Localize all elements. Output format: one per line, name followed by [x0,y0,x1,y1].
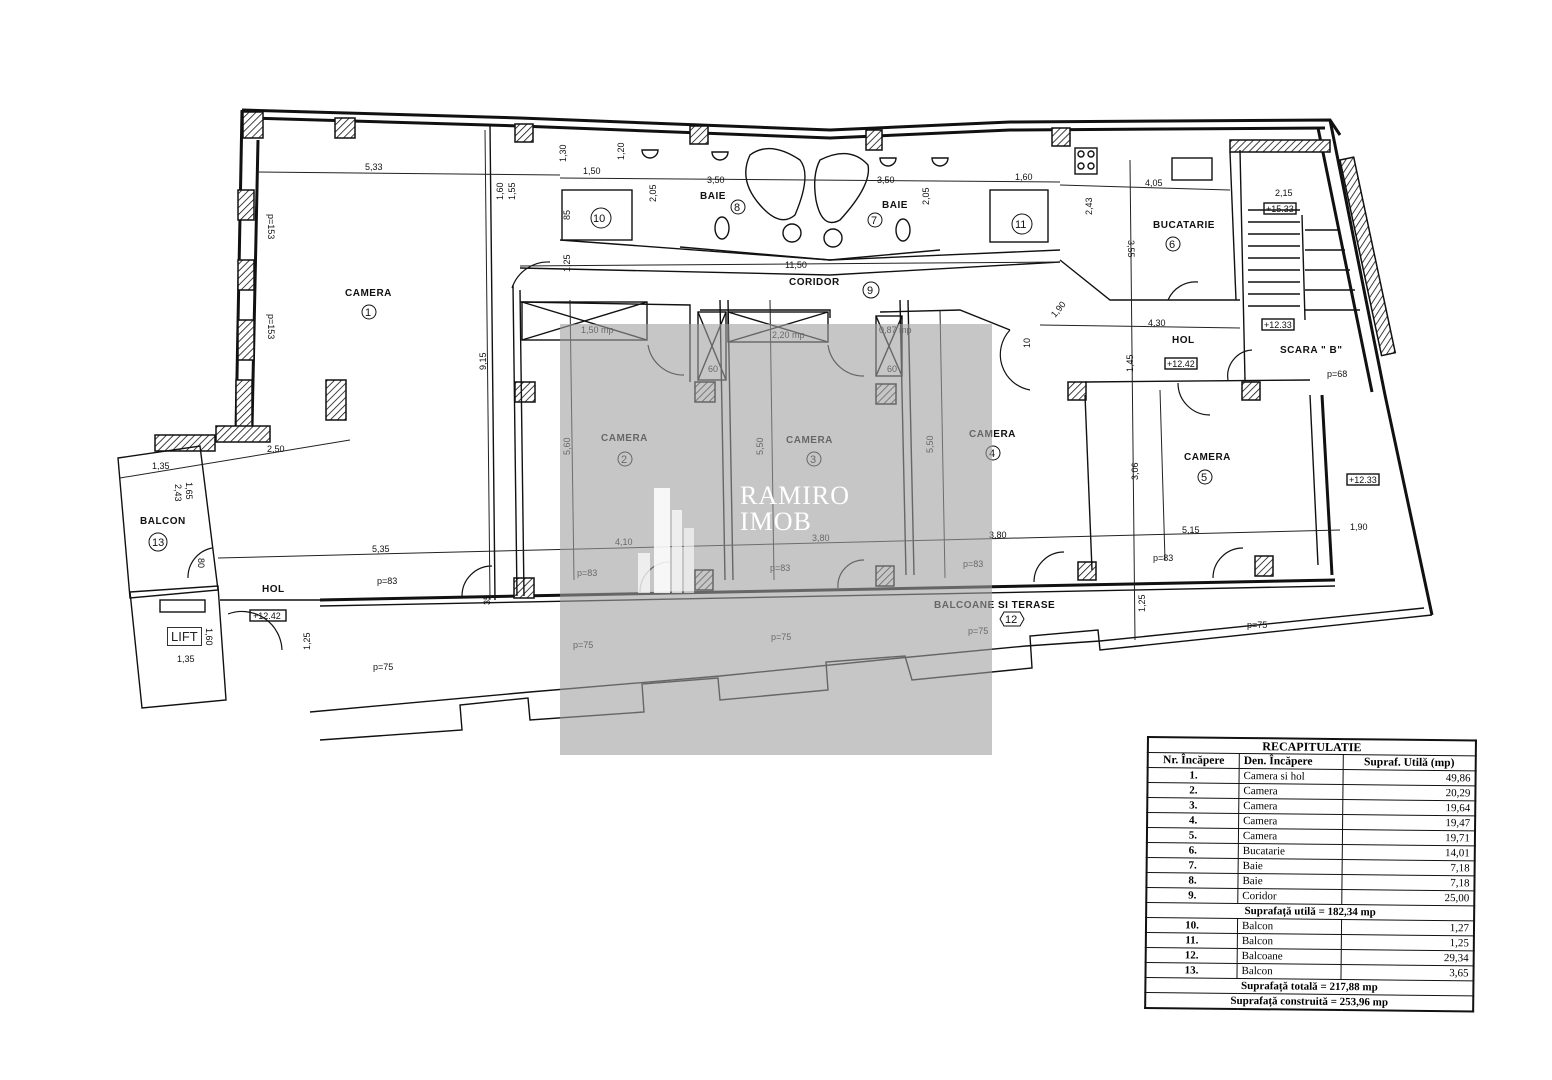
svg-text:80: 80 [196,558,206,568]
room-13-label: BALCON [140,516,186,527]
room-4-label: CAMERA [969,429,1016,440]
svg-text:2,43: 2,43 [1084,197,1094,215]
room-9-label: CORIDOR [789,277,840,288]
room-10-number: 10 [593,213,605,225]
svg-text:1,35: 1,35 [177,654,195,664]
svg-text:+12.33: +12.33 [1349,475,1377,485]
header-name: Den. Încăpere [1239,753,1344,770]
svg-text:2,15: 2,15 [1275,188,1293,198]
built-row: Suprafață construită = 253,96 mp [1145,992,1474,1012]
svg-text:+12.42: +12.42 [253,611,281,621]
svg-text:2,50: 2,50 [267,444,285,454]
svg-text:+15.33: +15.33 [1266,204,1294,214]
svg-text:p=83: p=83 [1153,553,1173,563]
svg-text:1,60: 1,60 [495,182,505,200]
svg-text:1,60: 1,60 [1015,172,1033,182]
svg-text:1,55: 1,55 [507,182,517,200]
svg-text:1,45: 1,45 [1125,354,1135,372]
svg-text:13: 13 [152,537,164,549]
svg-text:9: 9 [867,285,873,297]
svg-text:p=153: p=153 [266,214,276,239]
svg-text:1,30: 1,30 [558,144,568,162]
svg-text:2,43: 2,43 [173,484,183,502]
level-markers: +12.42 +12.42 +15.33 +12.33 +12.33 [249,202,1380,622]
svg-text:12: 12 [1005,614,1017,626]
svg-text:p=153: p=153 [266,314,276,339]
room-6-label: BUCATARIE [1153,220,1215,231]
svg-text:5,15: 5,15 [1182,525,1200,535]
svg-text:5: 5 [1201,472,1207,484]
watermark-overlay [560,324,992,755]
svg-text:3,50: 3,50 [877,175,895,185]
svg-text:10: 10 [1022,338,1032,348]
scara-label: SCARA " B" [1280,345,1342,356]
svg-text:+12.42: +12.42 [1167,359,1195,369]
svg-text:9,15: 9,15 [478,352,488,370]
svg-text:p=83: p=83 [377,576,397,586]
svg-text:p=68: p=68 [1327,369,1347,379]
svg-text:1,60: 1,60 [204,628,214,646]
header-nr: Nr. Încăpere [1147,752,1240,769]
svg-text:1,25: 1,25 [302,632,312,650]
bathtubs [641,147,949,248]
svg-text:1: 1 [365,307,371,319]
built-area: Suprafață construită = 253,96 mp [1145,992,1474,1012]
summary-table: RECAPITULATIE Nr. Încăpere Den. Încăpere… [1144,736,1477,1013]
svg-text:35: 35 [482,595,492,605]
room-7-label: BAIE [882,200,908,211]
svg-text:4: 4 [989,448,995,460]
svg-text:11,50: 11,50 [785,260,807,270]
watermark-line2: IMOB [740,507,812,536]
svg-text:1,50: 1,50 [583,166,601,176]
svg-text:p=75: p=75 [373,662,393,672]
svg-text:p=75: p=75 [1247,620,1267,630]
svg-text:5,33: 5,33 [365,162,383,172]
svg-text:3,55: 3,55 [1126,240,1136,258]
hol-label: HOL [1172,335,1195,346]
svg-text:2,05: 2,05 [648,184,658,202]
svg-text:85: 85 [562,210,572,220]
svg-text:8: 8 [734,202,740,214]
room-1-label: CAMERA [345,288,392,299]
svg-text:1,20: 1,20 [616,142,626,160]
svg-text:2,05: 2,05 [921,187,931,205]
room-12-label: BALCOANE SI TERASE [934,600,1055,611]
room-8-label: BAIE [700,191,726,202]
staircase [1248,209,1360,321]
svg-text:1,25: 1,25 [562,254,572,272]
svg-text:1,90: 1,90 [1049,299,1068,319]
lift-label: LIFT [167,627,202,646]
svg-text:1,65: 1,65 [184,482,194,500]
svg-text:1,35: 1,35 [152,461,170,471]
svg-text:3,06: 3,06 [1130,462,1140,480]
room-11-number: 11 [1015,219,1026,231]
header-area: Supraf. Utilă (mp) [1343,754,1476,771]
svg-text:3,80: 3,80 [989,530,1007,540]
svg-text:6: 6 [1169,239,1175,251]
watermark-text: RAMIRO IMOB [740,483,850,535]
kitchen-fixtures [1074,147,1213,181]
hol-left-label: HOL [262,584,285,595]
watermark-logo-icon [638,488,694,593]
watermark-line1: RAMIRO [740,481,851,510]
svg-text:1,90: 1,90 [1350,522,1368,532]
svg-text:5,35: 5,35 [372,544,390,554]
svg-text:+12.33: +12.33 [1264,320,1292,330]
svg-text:1,25: 1,25 [1137,594,1147,612]
svg-text:4,05: 4,05 [1145,178,1163,188]
svg-text:3,50: 3,50 [707,175,725,185]
room-5-label: CAMERA [1184,452,1231,463]
svg-text:7: 7 [871,215,877,227]
svg-text:4,30: 4,30 [1148,318,1166,328]
